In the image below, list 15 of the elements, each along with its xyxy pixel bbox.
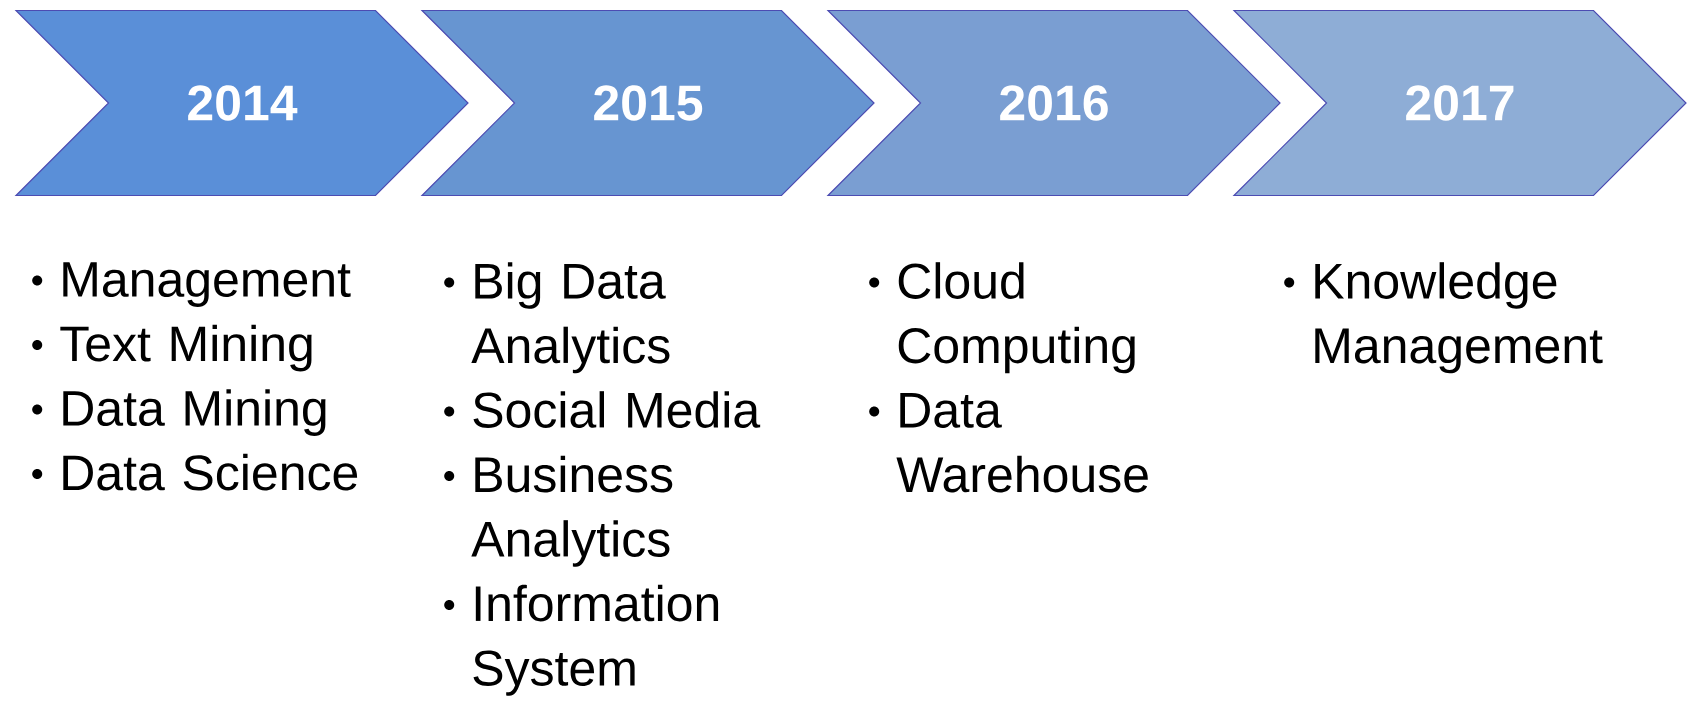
bullet-item: Management <box>32 262 351 307</box>
bullet-item: Cloud Computing <box>869 262 1135 374</box>
bullet-item: Information System <box>444 584 719 696</box>
bullet-item: Knowledge Management <box>1284 262 1603 374</box>
bullet-item: Text Mining <box>32 324 312 372</box>
timeline-step: 2015 <box>420 9 875 197</box>
bullet-item: Business Analytics <box>444 455 673 567</box>
timeline-step: 2017 <box>1232 9 1687 197</box>
bullet-item: Social Media <box>444 391 761 428</box>
bullet-item: Data Mining <box>32 389 326 436</box>
timeline-step: 2014 <box>14 9 469 197</box>
bullet-item: Data Science <box>32 453 358 491</box>
bullet-item: Big Data Analytics <box>444 262 670 374</box>
bullet-item: Data Warehouse <box>869 393 1148 493</box>
timeline-step: 2016 <box>826 9 1281 197</box>
